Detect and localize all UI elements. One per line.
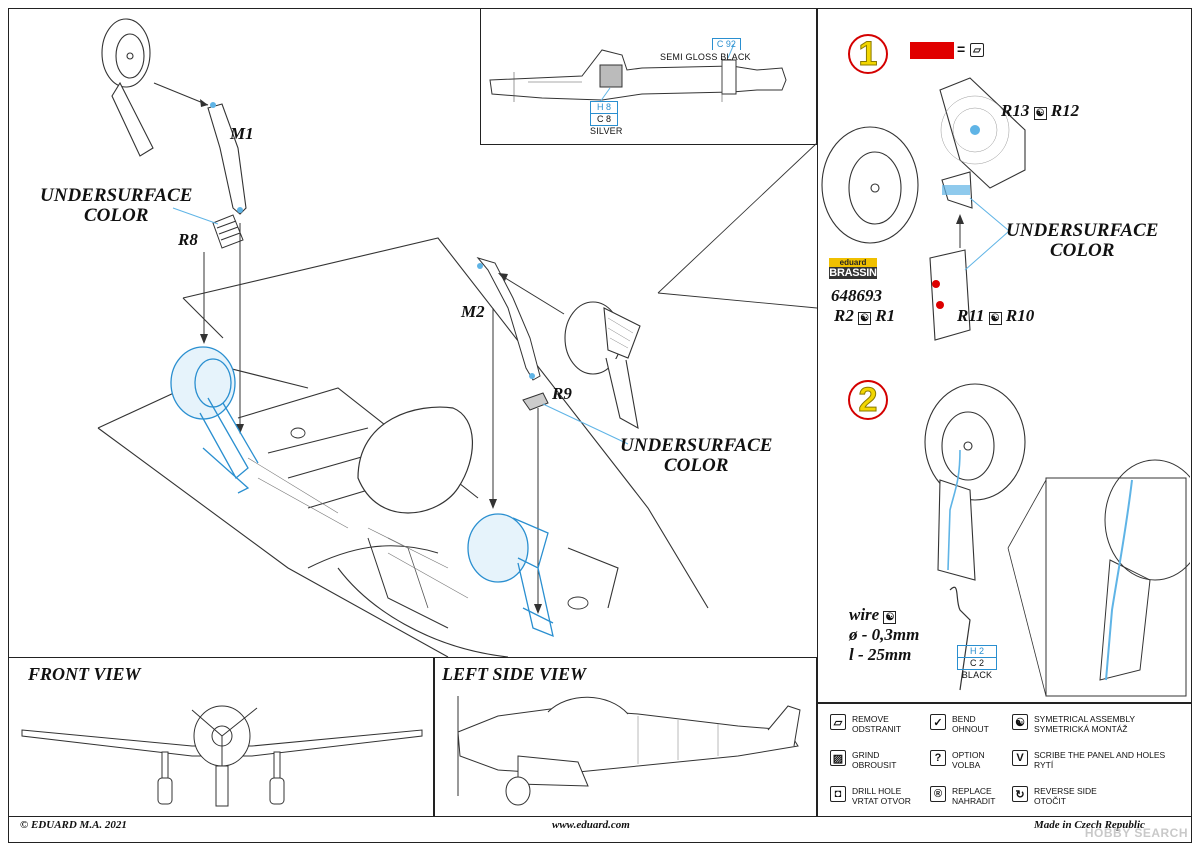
left-side-view-title: LEFT SIDE VIEW [442, 664, 587, 684]
part-label-r13: R13 ☯ R12 [1001, 101, 1079, 121]
wire-diameter: ø - 0,3mm [849, 625, 920, 644]
footer-website: www.eduard.com [552, 819, 630, 831]
brassin-logo: eduard BRASSIN [829, 258, 877, 279]
wheel-brassin-illustration [821, 77, 1026, 341]
legend-item: ↻ REVERSE SIDE OTOČIT [1012, 786, 1097, 806]
remove-icon: ▱ [970, 43, 984, 57]
wire-text: wire [849, 605, 880, 624]
scribe-icon: V [1012, 750, 1028, 766]
equals-sign: = [957, 41, 966, 57]
paint-code-c92: C 92 [711, 38, 741, 50]
paint-callout-black: H 2 C 2 BLACK [957, 645, 997, 680]
part-label-r2-r1: R2 ☯ R1 [834, 306, 895, 326]
legend-item: V SCRIBE THE PANEL AND HOLES RYTÍ [1012, 750, 1165, 770]
legend-text: REPLACE NAHRADIT [952, 786, 996, 806]
part-label-m1: M1 [230, 124, 254, 143]
legend-item: ▨ GRIND OBROUSIT [830, 750, 896, 770]
symmetrical-icon: ☯ [988, 312, 1002, 325]
watermark: HOBBY SEARCH [1084, 826, 1188, 840]
legend-text: SYMETRICAL ASSEMBLY SYMETRICKÁ MONTÁŽ [1034, 714, 1136, 734]
part-label-r8: R8 [178, 230, 198, 249]
paint-name-semi-gloss-black: SEMI GLOSS BLACK [660, 52, 751, 62]
brassin-logo-top: eduard [829, 258, 877, 267]
step-2-badge: 2 [848, 380, 888, 420]
symmetrical-icon: ☯ [858, 312, 872, 325]
top-inset-frame [480, 8, 817, 145]
front-view-illustration [21, 705, 423, 807]
paint-code-c8: C 8 [590, 113, 618, 126]
right-panel-frame [817, 8, 1192, 703]
legend-item: ☯ SYMETRICAL ASSEMBLY SYMETRICKÁ MONTÁŽ [1012, 714, 1135, 734]
option-icon: ? [930, 750, 946, 766]
r2-text: R2 [834, 306, 854, 325]
symmetrical-icon: ☯ [1033, 107, 1047, 120]
footer-made-in: Made in Czech Republic [1034, 819, 1145, 831]
wire-length: l - 25mm [849, 645, 912, 664]
legend-item: ® REPLACE NAHRADIT [930, 786, 995, 806]
paint-code-h8: H 8 [590, 101, 618, 113]
step-1-badge: 1 [848, 34, 888, 74]
legend-item: ✓ BEND OHNOUT [930, 714, 989, 734]
wheel-wire-illustration [924, 383, 1190, 697]
legend-item: ? OPTION VOLBA [930, 750, 985, 770]
r11-text: R11 [957, 306, 985, 325]
drill-icon: ◘ [830, 786, 846, 802]
legend-text: GRIND OBROUSIT [852, 750, 897, 770]
legend-item: ◘ DRILL HOLE VRTAT OTVOR [830, 786, 911, 806]
symmetrical-icon: ☯ [883, 611, 897, 624]
paint-callout-silver: H 8 C 8 SILVER [590, 101, 623, 136]
side-view-illustration [457, 696, 801, 806]
wire-label: wire ☯ [849, 605, 897, 625]
product-code: 648693 [831, 286, 882, 305]
brassin-logo-bottom: BRASSIN [829, 267, 877, 279]
paint-swatch-red [910, 42, 954, 59]
part-label-r11-r10: R11 ☯ R10 [957, 306, 1034, 326]
paint-name-black: BLACK [961, 670, 993, 680]
main-assembly-illustration [97, 18, 817, 657]
replace-icon: ® [930, 786, 946, 802]
symmetrical-icon: ☯ [1012, 714, 1028, 730]
undersurface-color-label-2: UNDERSURFACE COLOR [620, 435, 773, 476]
paint-callout-semi-gloss-black: C 92 SEMI GLOSS BLACK [660, 34, 751, 62]
paint-name-silver: SILVER [590, 126, 623, 136]
undersurface-color-label-1: UNDERSURFACE COLOR [40, 185, 193, 226]
paint-code-c2: C 2 [957, 657, 997, 670]
paint-code-h2: H 2 [957, 645, 997, 657]
legend-text: BEND OHNOUT [952, 714, 989, 734]
r1-text: R1 [875, 306, 896, 325]
legend-text: DRILL HOLE VRTAT OTVOR [852, 786, 911, 806]
r13-text: R13 [1001, 101, 1030, 120]
footer-copyright: © EDUARD M.A. 2021 [20, 819, 127, 831]
legend-text: REVERSE SIDE OTOČIT [1034, 786, 1097, 806]
legend-item: ▱ REMOVE ODSTRANIT [830, 714, 901, 734]
strut-detail-illustration [489, 43, 787, 103]
bend-icon: ✓ [930, 714, 946, 730]
r10-text: R10 [1005, 306, 1035, 325]
legend-frame [817, 703, 1192, 817]
front-view-frame [8, 657, 434, 817]
part-label-r9: R9 [552, 384, 572, 403]
legend-text: REMOVE ODSTRANIT [852, 714, 902, 734]
front-view-title: FRONT VIEW [28, 664, 141, 684]
side-view-frame [434, 657, 817, 817]
part-label-m2: M2 [461, 302, 485, 321]
undersurface-color-label-3: UNDERSURFACE COLOR [1006, 220, 1159, 261]
reverse-icon: ↻ [1012, 786, 1028, 802]
legend-text: SCRIBE THE PANEL AND HOLES RYTÍ [1034, 750, 1166, 770]
remove-icon: ▱ [830, 714, 846, 730]
r12-text: R12 [1050, 101, 1080, 120]
legend-text: OPTION VOLBA [952, 750, 985, 770]
grind-icon: ▨ [830, 750, 846, 766]
